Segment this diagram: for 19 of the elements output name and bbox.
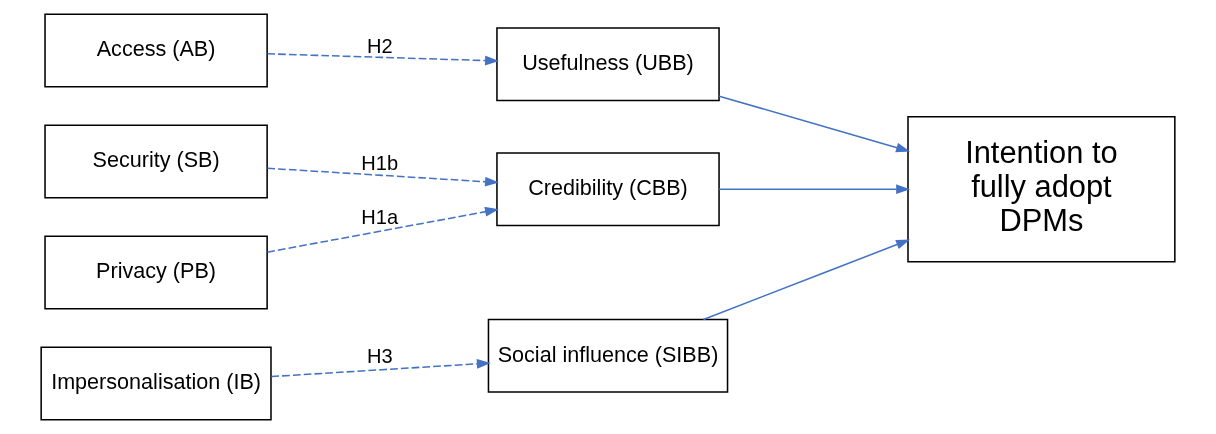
node-box: Security (SB) [44,124,268,199]
node-box: Access (AB) [44,13,268,88]
arrow [266,167,499,187]
node-box: Intention to fully adopt DPMs [907,115,1176,263]
node-box: Privacy (PB) [44,235,268,310]
edge-label: H1a [361,205,399,228]
edge-label: H2 [366,34,393,57]
edge-label: H3 [366,344,393,367]
node-box: Usefulness (UBB) [496,27,720,102]
arrow [270,358,491,378]
node-box: Credibility (CBB) [496,152,720,227]
node-box: Impersonalisation (IB) [40,346,272,421]
arrow [718,184,911,195]
arrow [718,95,910,153]
arrow [266,53,499,66]
edge-label: H1b [361,151,399,174]
arrow [266,206,499,253]
arrow [702,239,910,321]
node-box: Social influence (SIBB) [487,318,729,393]
